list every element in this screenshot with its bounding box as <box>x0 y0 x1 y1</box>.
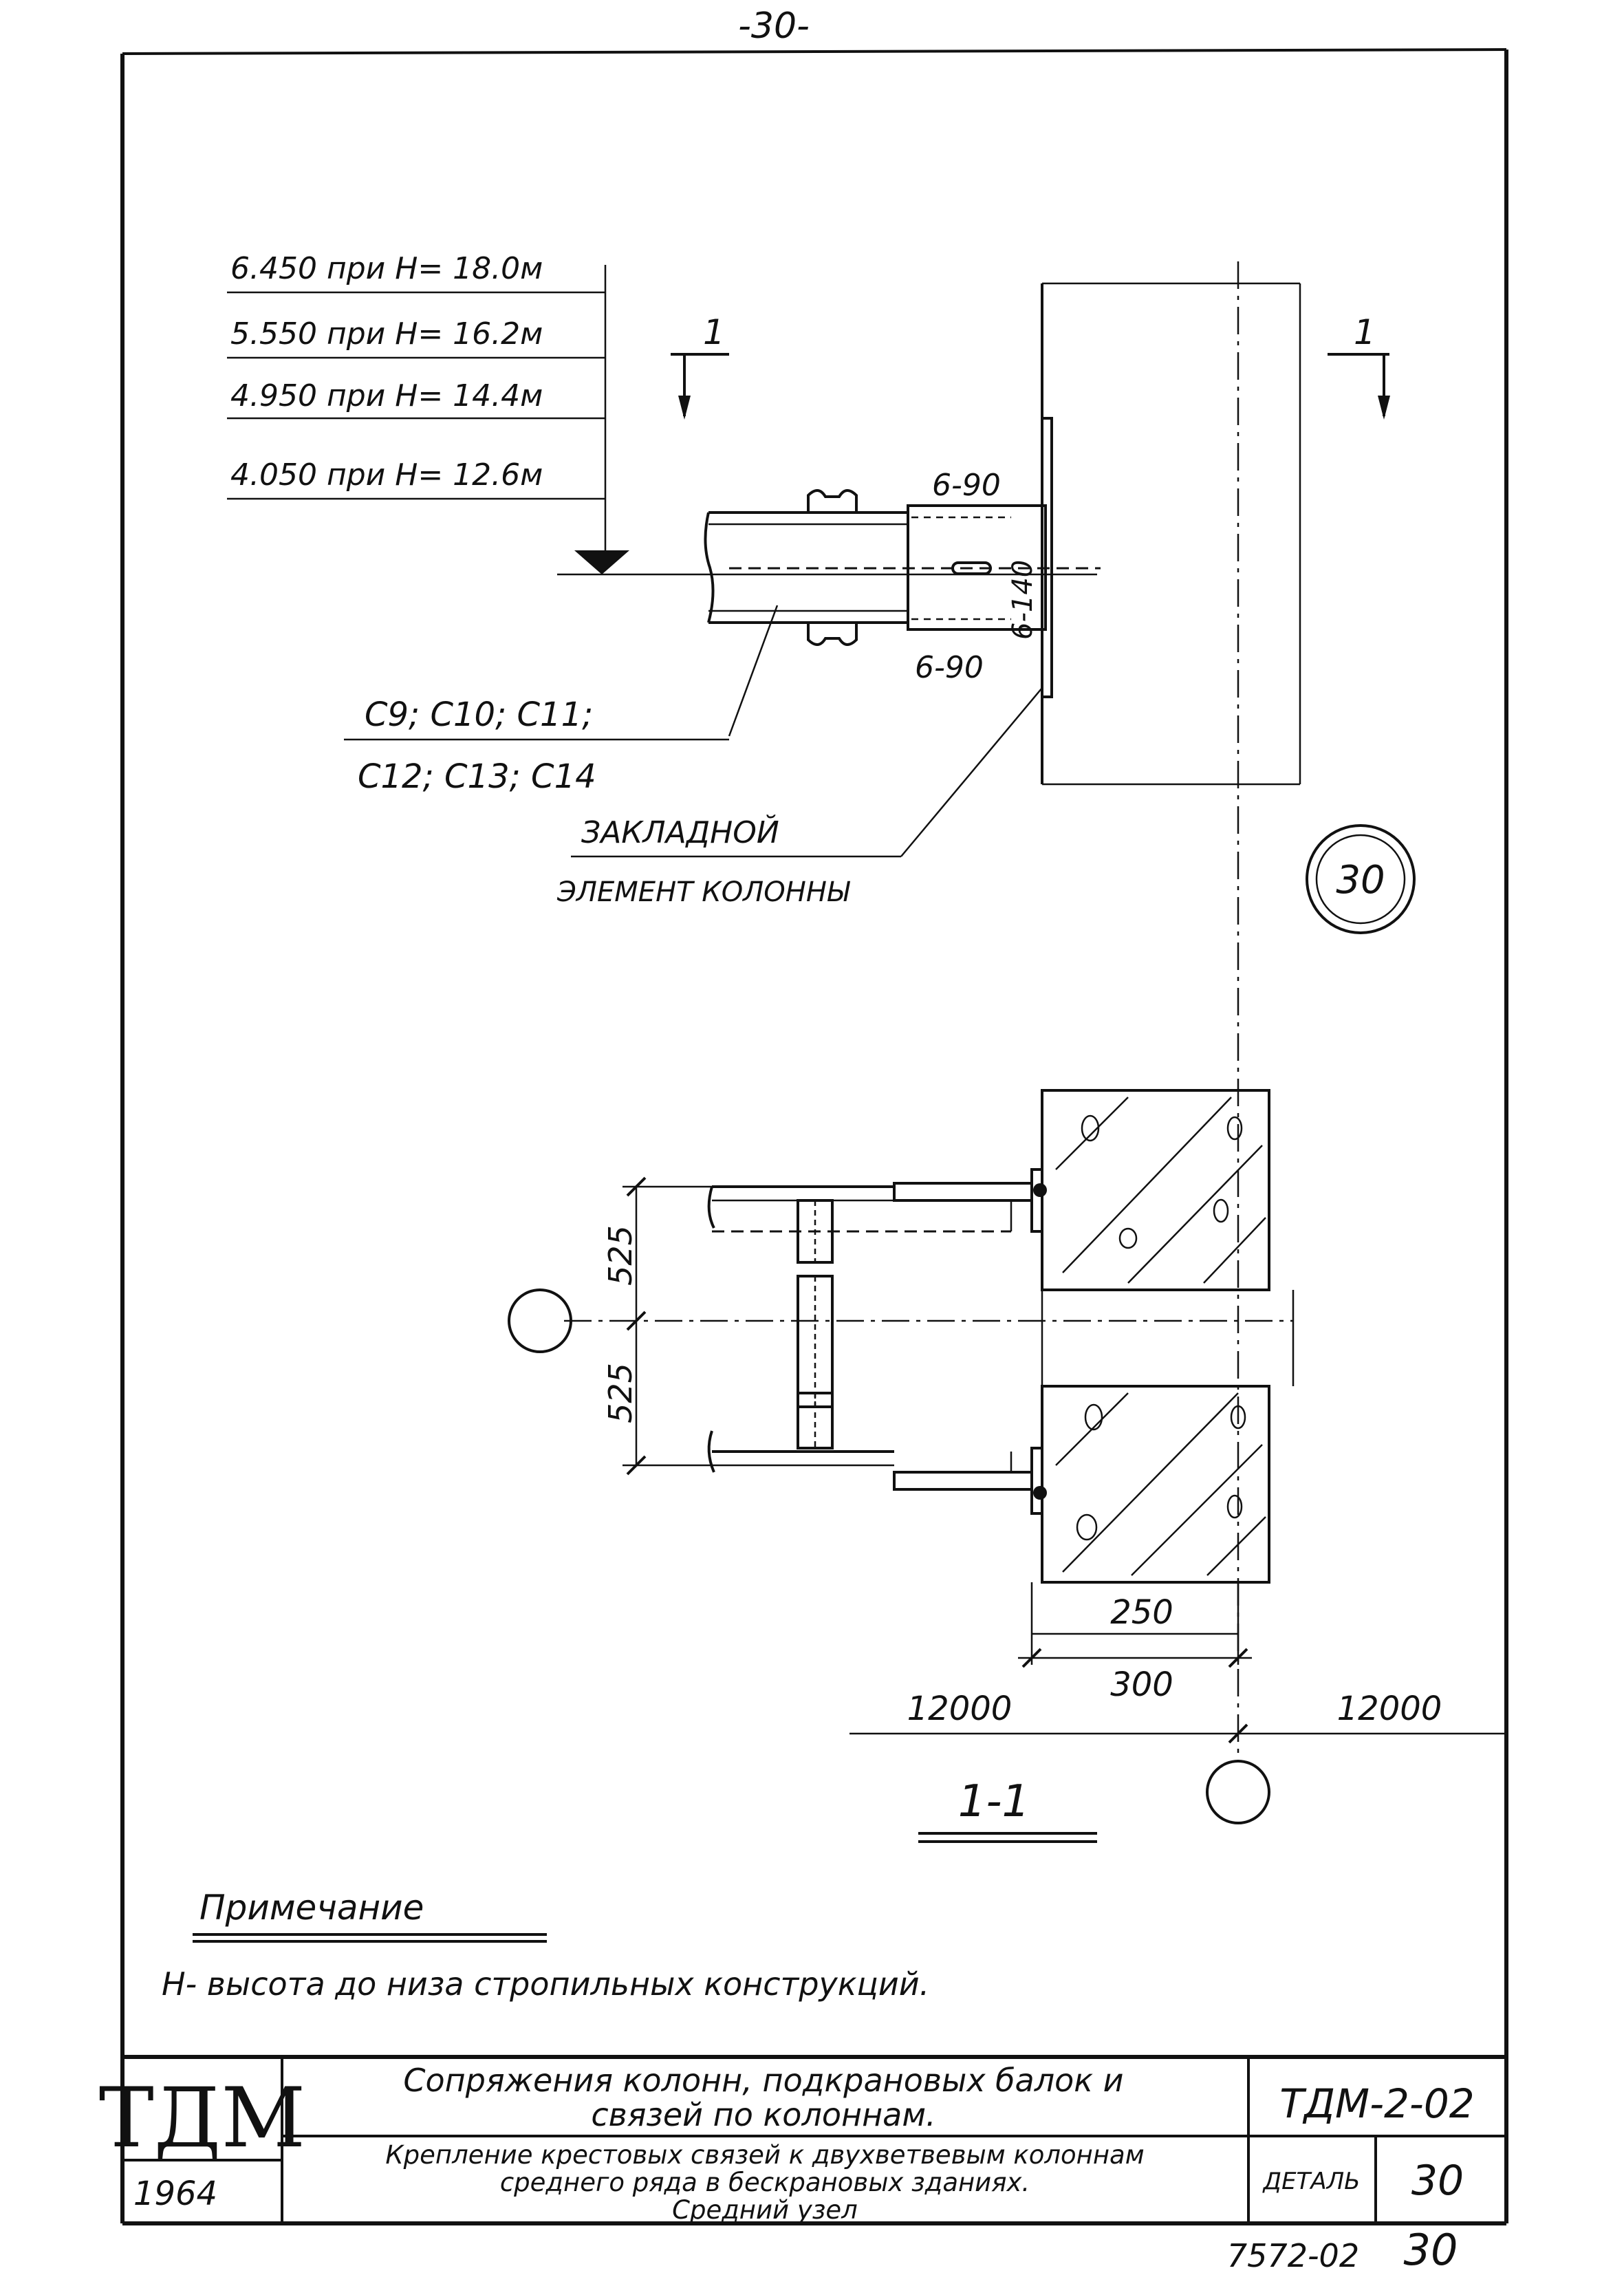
top-rule <box>122 48 1507 55</box>
elevation-4: 4.050 при H= 12.6м <box>230 457 543 493</box>
arm-lower-break <box>707 1430 715 1473</box>
aggregate-6 <box>1230 1405 1246 1430</box>
hatch-upper <box>1055 1097 1266 1284</box>
weld-dot-upper <box>1033 1183 1047 1197</box>
title-block <box>122 2055 1506 2223</box>
aggregate-marks <box>1076 1114 1246 1541</box>
dim-250: 250 <box>1110 1593 1173 1632</box>
brace-label-line1: C9; C10; C11; <box>365 696 593 734</box>
dim-tick-top <box>626 1176 647 1197</box>
section-mark-left: 1 <box>671 312 729 420</box>
tb-year: 1964 <box>133 2175 217 2213</box>
aggregate-8 <box>1076 1513 1098 1541</box>
dim-300-tick-left <box>1021 1648 1042 1668</box>
axis-bubble-left <box>508 1289 572 1353</box>
span-right: 12000 <box>1337 1690 1442 1728</box>
elevation-3: 4.950 при H= 14.4м <box>230 378 543 413</box>
brace-label-line2: C12; C13; C14 <box>358 757 596 796</box>
hatch-lower <box>1055 1392 1266 1576</box>
dim-300: 300 <box>1110 1665 1173 1704</box>
aggregate-3 <box>1213 1198 1229 1223</box>
dim-300-tick-right <box>1228 1648 1248 1668</box>
page-number: -30- <box>738 6 810 47</box>
section-mark-left-label: 1 <box>703 312 725 352</box>
section-title: 1-1 <box>958 1776 1030 1827</box>
detail-bubble: 30 <box>1306 824 1416 934</box>
note-text: H- высота до низа стропильных конструкци… <box>162 1965 929 2003</box>
span-left: 12000 <box>907 1690 1013 1728</box>
hatch-u4 <box>1203 1217 1266 1284</box>
brace-break <box>704 512 715 623</box>
dim-525-upper: 525 <box>602 1225 639 1286</box>
section-arrow-right-icon <box>1378 396 1390 420</box>
elevation-2: 5.550 при H= 16.2м <box>230 316 543 352</box>
tb-detail-number: 30 <box>1411 2157 1464 2205</box>
embedded-plate-upper <box>1030 1168 1043 1233</box>
brace-channel-upper <box>704 489 1101 646</box>
hatch-l3 <box>1131 1444 1263 1576</box>
elevation-table: 6.450 при H= 18.0м 5.550 при H= 16.2м 4.… <box>227 251 1097 576</box>
aggregate-2 <box>1226 1116 1243 1141</box>
section-mark-right-label: 1 <box>1354 312 1376 352</box>
axis-bubble-bottom <box>1206 1760 1270 1824</box>
embedded-plate <box>1041 417 1053 698</box>
tb-logo: ТДМ <box>99 2071 305 2166</box>
note-heading: Примечание <box>199 1888 424 1928</box>
footer-code: 7572-02 <box>1227 2237 1359 2274</box>
embedded-leader <box>900 687 1043 857</box>
dim-525-lower: 525 <box>602 1363 639 1423</box>
dim-tick-bottom <box>626 1455 647 1476</box>
weld-side-label: 6-140 <box>1007 560 1039 640</box>
tb-detail-label: ДЕТАЛЬ <box>1262 2168 1361 2195</box>
gusset-upper <box>893 1182 1033 1202</box>
section-arrow-left-icon <box>678 396 691 420</box>
hatch-l2 <box>1062 1392 1239 1573</box>
tb-subtitle-line3: Средний узел <box>672 2195 858 2225</box>
span-tick <box>1228 1723 1248 1744</box>
elevation-arrow-icon <box>574 550 629 574</box>
hatch-u2 <box>1062 1097 1232 1273</box>
footer-page: 30 <box>1404 2225 1458 2275</box>
aggregate-4 <box>1118 1227 1138 1249</box>
section-mark-right: 1 <box>1328 312 1390 420</box>
detail-bubble-outer <box>1306 824 1416 934</box>
batten-top <box>807 489 858 513</box>
hatch-u3 <box>1127 1145 1263 1284</box>
hatch-u1 <box>1055 1097 1129 1170</box>
tb-subtitle-line1: Крепление крестовых связей к двухветвевы… <box>385 2140 1144 2170</box>
column-elevation <box>1041 282 1301 786</box>
column-branch-lower <box>1041 1385 1270 1584</box>
dim-tick-mid <box>626 1311 647 1331</box>
embedded-plate-lower <box>1030 1447 1043 1515</box>
aggregate-1 <box>1081 1114 1100 1142</box>
arm-upper-break <box>707 1186 715 1229</box>
section-1-1: 525 525 250 300 12000 12000 1-1 <box>508 1089 1506 1843</box>
detail-bubble-inner <box>1315 834 1406 925</box>
embedded-label-line1: ЗАКЛАДНОЙ <box>581 814 779 850</box>
hatch-l4 <box>1206 1516 1266 1576</box>
elevation-1: 6.450 при H= 18.0м <box>230 251 543 286</box>
weld-top-label: 6-90 <box>932 468 1001 503</box>
tb-subtitle-line2: среднего ряда в бескрановых зданиях. <box>500 2168 1030 2197</box>
tb-doc-code: ТДМ-2-02 <box>1279 2080 1474 2127</box>
tb-title-line2: связей по колоннам. <box>591 2096 935 2133</box>
embedded-label-line2: ЭЛЕМЕНТ КОЛОННЫ <box>556 876 851 908</box>
weld-dot-lower <box>1033 1486 1047 1500</box>
aggregate-5 <box>1084 1403 1103 1431</box>
batten-bottom <box>807 623 858 646</box>
detail-bubble-label: 30 <box>1336 858 1385 903</box>
tb-title-line1: Сопряжения колонн, подкрановых балок и <box>403 2062 1123 2099</box>
gusset-lower <box>893 1471 1033 1491</box>
aggregate-7 <box>1226 1494 1243 1519</box>
brace-leader <box>728 605 779 737</box>
weld-bottom-label: 6-90 <box>915 650 984 685</box>
